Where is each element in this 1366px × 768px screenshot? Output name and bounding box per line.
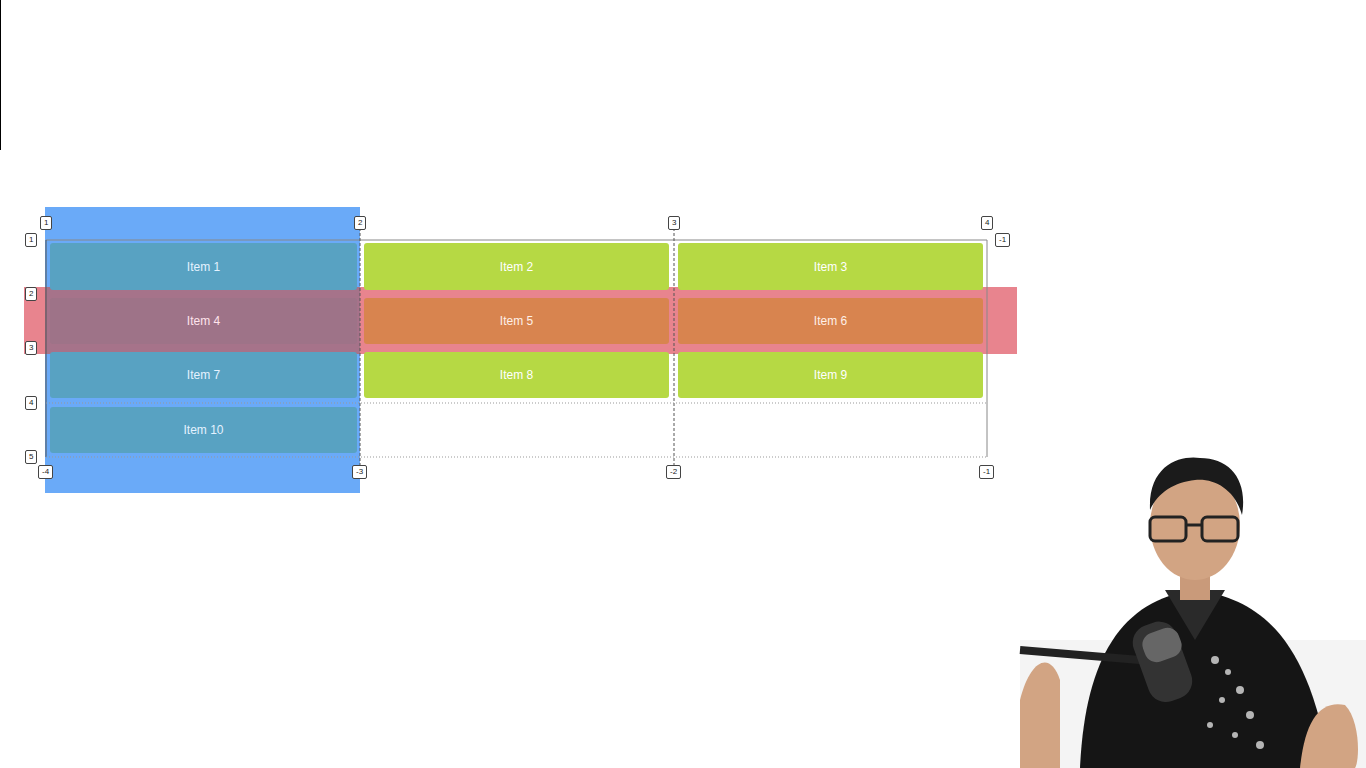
line-number: -1 — [979, 465, 994, 479]
item-label: Item 2 — [500, 260, 533, 274]
grid-item: Item 2 — [364, 243, 669, 290]
grid-line — [987, 240, 988, 457]
grid-item: Item 3 — [678, 243, 983, 290]
column-highlight — [45, 207, 360, 493]
grid-item: Item 1 — [50, 243, 357, 290]
grid-item: Item 8 — [364, 352, 669, 398]
line-number: 2 — [354, 216, 366, 230]
line-number: -4 — [38, 465, 53, 479]
line-number: 2 — [25, 287, 37, 301]
item-label: Item 6 — [814, 314, 847, 328]
line-number: 3 — [25, 341, 37, 355]
overlap-highlight — [45, 287, 360, 354]
line-number: 3 — [668, 216, 680, 230]
line-number: -1 — [995, 233, 1010, 247]
grid-item: Item 5 — [364, 298, 669, 344]
line-number: -2 — [666, 465, 681, 479]
line-number: -3 — [352, 465, 367, 479]
grid-line — [46, 240, 47, 457]
item-label: Item 7 — [187, 368, 220, 382]
item-label: Item 8 — [500, 368, 533, 382]
grid-line — [46, 457, 987, 458]
grid-line — [46, 403, 987, 404]
grid-item: Item 4 — [50, 298, 357, 344]
item-label: Item 1 — [187, 260, 220, 274]
item-label: Item 9 — [814, 368, 847, 382]
item-label: Item 4 — [187, 314, 220, 328]
grid-item: Item 7 — [50, 352, 357, 398]
line-number: 4 — [981, 216, 993, 230]
item-label: Item 3 — [814, 260, 847, 274]
grid-item: Item 6 — [678, 298, 983, 344]
item-label: Item 5 — [500, 314, 533, 328]
line-number: 4 — [25, 396, 37, 410]
grid-item: Item 10 — [50, 407, 357, 453]
line-number: 1 — [25, 233, 37, 247]
item-label: Item 10 — [183, 423, 223, 437]
row-highlight — [24, 287, 1017, 354]
presenter-figure — [1020, 458, 1366, 768]
edge-line — [0, 0, 1, 150]
grid-line — [674, 228, 675, 466]
line-number: 1 — [40, 216, 52, 230]
grid-item: Item 9 — [678, 352, 983, 398]
line-number: 5 — [25, 450, 37, 464]
grid-line — [46, 240, 987, 241]
grid-line — [360, 228, 361, 466]
